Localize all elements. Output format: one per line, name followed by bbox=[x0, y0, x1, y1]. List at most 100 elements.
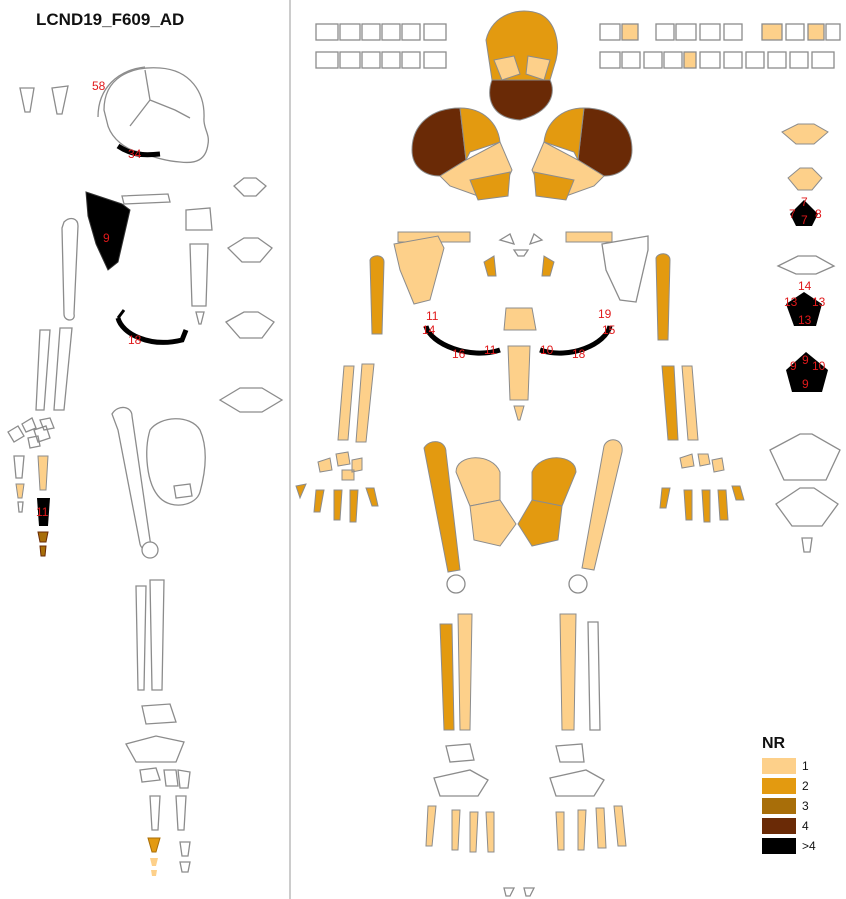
left-toe-1 bbox=[148, 838, 160, 852]
left-tarsals bbox=[140, 768, 190, 788]
left-foot-tarsals bbox=[550, 744, 604, 796]
count-lumbar-top: 9 bbox=[802, 353, 809, 367]
count-right-rib-a-mid: 14 bbox=[422, 323, 436, 337]
left-sternum-body bbox=[190, 244, 208, 306]
right-scapula bbox=[394, 236, 444, 304]
count-lumbar-left: 9 bbox=[790, 359, 797, 373]
sternum-manubrium-pieces bbox=[500, 234, 542, 256]
legend-label-2: 2 bbox=[802, 779, 809, 793]
left-carpals bbox=[8, 418, 54, 448]
right-panel bbox=[296, 11, 840, 896]
right-hand-carpals bbox=[318, 452, 362, 480]
count-thoracic-right: 13 bbox=[812, 295, 826, 309]
legend-swatch-5 bbox=[762, 838, 796, 854]
left-radius bbox=[36, 330, 50, 410]
count-right-rib-a-low1: 16 bbox=[452, 347, 466, 361]
left-tibia-ant bbox=[560, 614, 576, 730]
legend-label-5: >4 bbox=[802, 839, 816, 853]
left-radius-ant bbox=[662, 366, 678, 440]
count-right-rib-a-low2: 11 bbox=[484, 343, 497, 357]
count-left-hand-phalanx: 11 bbox=[36, 505, 49, 519]
manubrium bbox=[504, 308, 536, 330]
count-left-rib: 18 bbox=[128, 333, 142, 347]
left-ulna bbox=[54, 328, 72, 410]
count-atlas-right: 8 bbox=[815, 207, 822, 221]
left-toe-4 bbox=[180, 842, 190, 872]
left-humerus-ant bbox=[656, 254, 670, 340]
toe-stubs bbox=[504, 888, 534, 896]
hyoid-left bbox=[542, 256, 554, 276]
right-pelvis bbox=[456, 458, 500, 506]
count-thoracic-top: 14 bbox=[798, 279, 812, 293]
legend-label-1: 1 bbox=[802, 759, 809, 773]
count-atlas-top: 7 bbox=[801, 195, 808, 209]
axis-vertebra bbox=[782, 124, 828, 144]
left-phalanx-dist bbox=[18, 502, 23, 512]
left-metacarpals bbox=[660, 486, 744, 522]
count-right-rib-b-mid: 15 bbox=[602, 323, 616, 337]
count-atlas-center: 7 bbox=[801, 213, 808, 227]
left-phalanx-mid bbox=[38, 532, 48, 542]
left-rib-head bbox=[118, 310, 124, 318]
tooth-left-2 bbox=[52, 86, 68, 114]
left-xiphoid bbox=[196, 312, 204, 324]
left-patella-ant bbox=[569, 575, 587, 593]
xiphoid bbox=[514, 406, 524, 420]
legend-swatch-2 bbox=[762, 778, 796, 794]
sacrum-2 bbox=[776, 488, 838, 526]
left-foot-metatarsals bbox=[556, 806, 626, 850]
left-clavicle bbox=[122, 194, 170, 204]
legend-swatch-3 bbox=[762, 798, 796, 814]
right-radius bbox=[338, 366, 354, 440]
right-foot-tarsals bbox=[434, 744, 488, 796]
hyoid-right bbox=[484, 256, 496, 276]
left-metacarpal-1 bbox=[14, 456, 24, 478]
count-thoracic-center: 13 bbox=[798, 313, 812, 327]
right-fibula bbox=[458, 614, 472, 730]
left-scapula-ant bbox=[602, 236, 648, 302]
coccyx bbox=[802, 538, 812, 552]
left-talus bbox=[142, 704, 176, 724]
upper-tooth-row-left bbox=[316, 24, 446, 68]
right-ulna bbox=[356, 364, 374, 442]
right-tibia bbox=[440, 624, 454, 730]
left-panel bbox=[8, 67, 282, 876]
left-ulna-ant bbox=[682, 366, 698, 440]
left-clavicle-ant bbox=[566, 232, 612, 242]
left-patella bbox=[142, 542, 158, 558]
left-phalanx-tip bbox=[40, 546, 46, 556]
legend-items: 1234>4 bbox=[762, 758, 816, 854]
count-left-mandible: 34 bbox=[128, 147, 142, 161]
skull-superior-base bbox=[490, 80, 553, 120]
left-pelvis-lower-ant bbox=[518, 500, 562, 546]
left-calcaneus bbox=[126, 736, 184, 762]
legend-label-4: 4 bbox=[802, 819, 809, 833]
thoracic-vertebra bbox=[778, 256, 834, 274]
left-metatarsal-1 bbox=[150, 796, 160, 830]
left-phalanx-prox bbox=[16, 484, 24, 498]
right-femur bbox=[424, 442, 460, 572]
left-sternum bbox=[186, 208, 212, 230]
right-patella bbox=[447, 575, 465, 593]
legend-title: NR bbox=[762, 735, 786, 752]
count-right-rib-a-top: 11 bbox=[426, 309, 439, 323]
count-right-rib-b-low2: 18 bbox=[572, 347, 586, 361]
left-fibula bbox=[136, 586, 146, 690]
left-vertebrae bbox=[220, 178, 282, 412]
left-toe-2 bbox=[150, 858, 158, 866]
count-thoracic-left: 13 bbox=[784, 295, 798, 309]
count-left-scapula: 9 bbox=[103, 231, 110, 245]
left-femur-ant bbox=[582, 440, 622, 570]
right-metacarpals bbox=[296, 484, 378, 522]
left-femur bbox=[112, 407, 150, 549]
right-foot-metatarsals bbox=[426, 806, 494, 852]
count-right-rib-b-low1: 10 bbox=[540, 343, 554, 357]
count-lumbar-center: 9 bbox=[802, 377, 809, 391]
upper-tooth-row-right bbox=[600, 24, 840, 68]
left-metacarpal-2 bbox=[38, 456, 48, 490]
count-lumbar-right: 10 bbox=[812, 359, 826, 373]
left-fibula-ant bbox=[588, 622, 600, 730]
left-hand-carpals bbox=[680, 454, 724, 472]
left-humerus bbox=[62, 219, 78, 320]
